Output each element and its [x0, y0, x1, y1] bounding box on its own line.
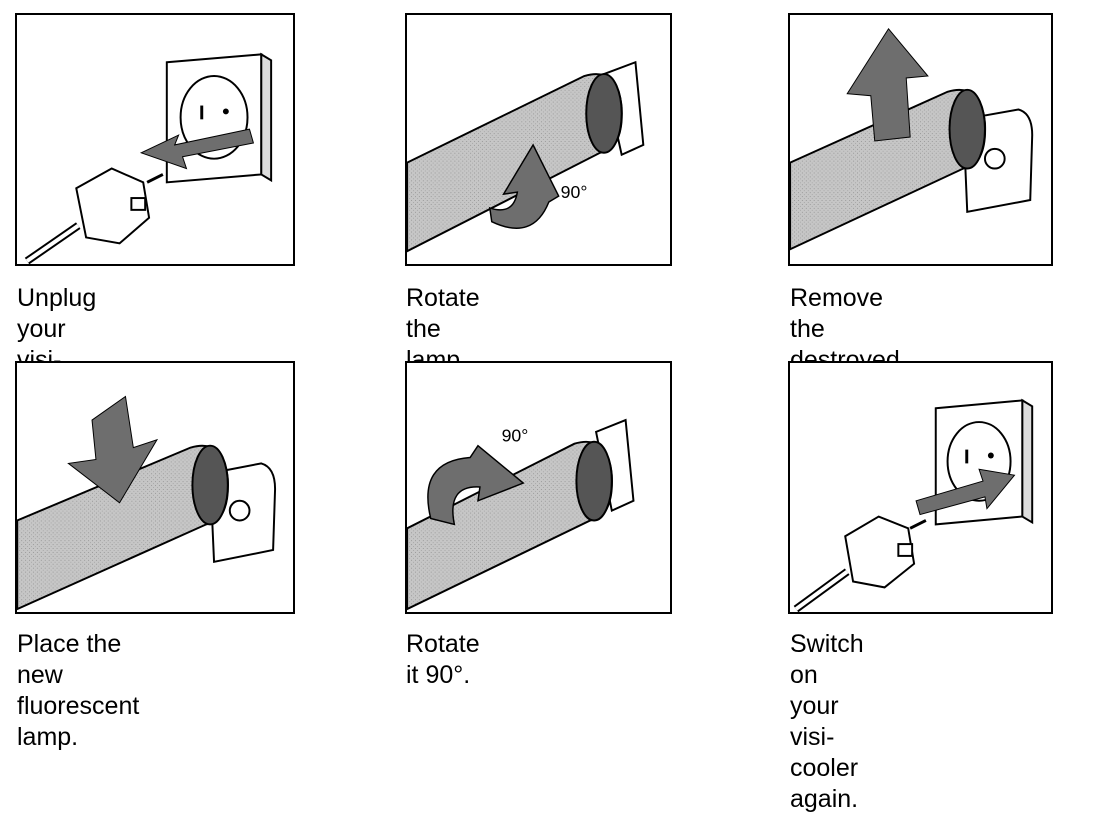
step-5-illustration: 90°	[405, 361, 672, 614]
rotate-lamp-back-icon: 90°	[407, 418, 635, 611]
step-5-caption: Rotate it 90°.	[406, 630, 480, 689]
step-6-illustration	[788, 361, 1053, 614]
step-4-caption: Place the new fluorescent lamp.	[17, 630, 140, 751]
step-2-illustration: 90°	[405, 13, 672, 266]
plug-in-icon	[793, 398, 1034, 612]
unplug-icon	[24, 52, 273, 264]
step-6-caption: Switch on your visi-cooler again.	[790, 630, 864, 813]
remove-lamp-icon	[790, 27, 1034, 251]
step-4-illustration	[15, 361, 295, 614]
step-1-illustration	[15, 13, 295, 266]
step-3-illustration	[788, 13, 1053, 266]
step-5-angle-label: 90°	[502, 426, 529, 446]
insert-lamp-icon	[17, 395, 277, 611]
rotate-lamp-icon: 90°	[407, 60, 645, 253]
step-2-angle-label: 90°	[561, 182, 588, 202]
